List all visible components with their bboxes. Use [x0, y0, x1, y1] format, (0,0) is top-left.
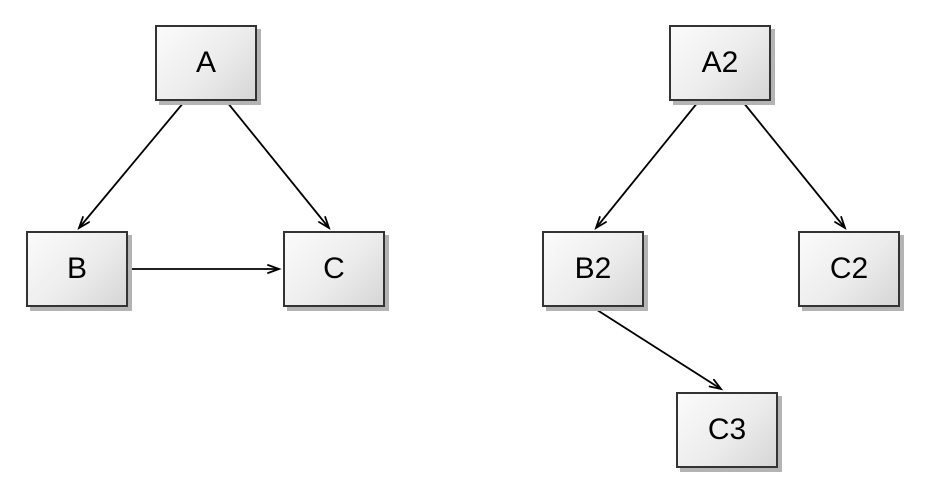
edge-group: [77, 101, 847, 391]
node-label-C2: C2: [829, 252, 869, 285]
node-label-B: B: [66, 252, 87, 285]
edge-B2-C3[interactable]: [593, 307, 724, 391]
node-C2[interactable]: C2: [798, 231, 900, 307]
node-B[interactable]: B: [26, 231, 128, 307]
edge-A2-C2[interactable]: [742, 101, 847, 231]
node-label-C3: C3: [707, 413, 747, 446]
node-label-A: A: [195, 46, 216, 79]
edge-A-B[interactable]: [77, 101, 185, 231]
node-label-C: C: [323, 252, 345, 285]
node-A[interactable]: A: [155, 25, 257, 101]
node-label-A2: A2: [701, 46, 739, 79]
node-A2[interactable]: A2: [669, 25, 771, 101]
edge-A2-B2[interactable]: [594, 101, 699, 231]
edge-A-C[interactable]: [226, 101, 331, 231]
node-label-B2: B2: [574, 252, 612, 285]
node-C3[interactable]: C3: [676, 392, 778, 468]
node-B2[interactable]: B2: [542, 231, 644, 307]
node-C[interactable]: C: [283, 231, 385, 307]
